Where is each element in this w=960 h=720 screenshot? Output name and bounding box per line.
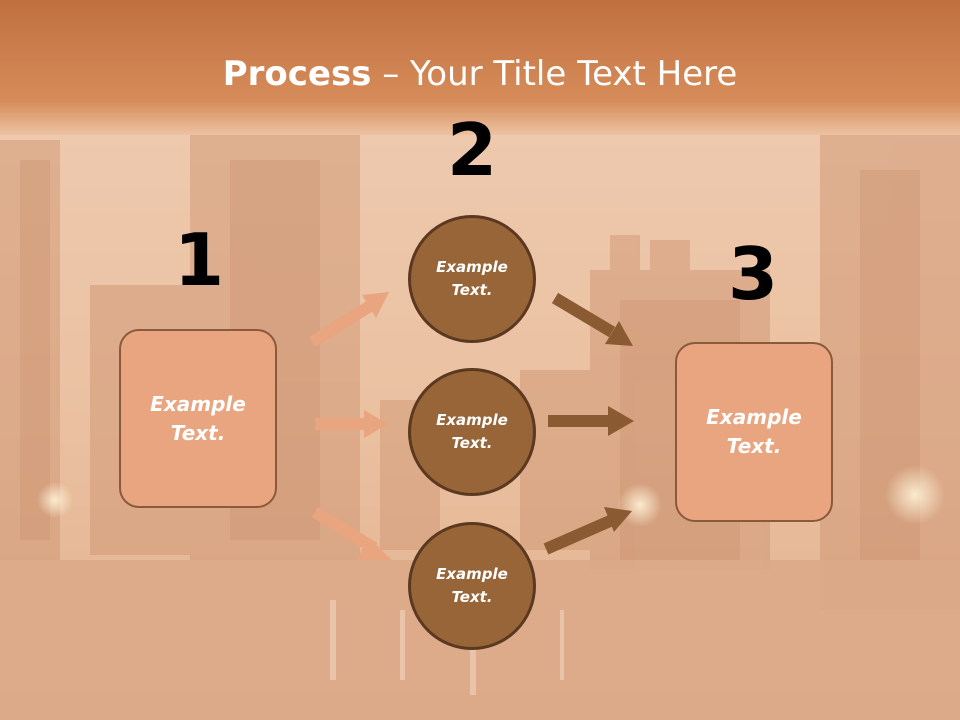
circle-middle-line1: Example bbox=[436, 411, 508, 429]
arrowhead-1-mid bbox=[364, 410, 388, 438]
right-box-line2: Text. bbox=[726, 434, 782, 458]
circle-bottom-line1: Example bbox=[436, 565, 508, 583]
slide-title: Process – Your Title Text Here bbox=[0, 54, 960, 94]
left-box-line1: Example bbox=[150, 391, 246, 416]
arrow-bottom-to-3 bbox=[543, 515, 613, 555]
arrowhead-top-3 bbox=[605, 321, 633, 346]
arrowhead-mid-3 bbox=[608, 406, 634, 436]
left-box-line2: Text. bbox=[170, 420, 226, 445]
circle-top-line1: Example bbox=[436, 258, 508, 276]
arrow-1-to-bottom bbox=[311, 506, 378, 554]
title-rest: – Your Title Text Here bbox=[371, 54, 738, 94]
arrowhead-1-top bbox=[362, 292, 389, 318]
arrow-top-to-3 bbox=[551, 292, 616, 338]
arrow-1-to-top bbox=[308, 300, 374, 348]
step-number-3: 3 bbox=[727, 232, 779, 316]
step-number-1: 1 bbox=[173, 218, 225, 302]
right-box-line1: Example bbox=[706, 405, 802, 429]
circle-middle-line2: Text. bbox=[451, 434, 493, 452]
circle-bottom-line2: Text. bbox=[451, 588, 493, 606]
arrowhead-bottom-3 bbox=[604, 507, 632, 532]
title-bold: Process bbox=[222, 54, 372, 94]
circle-top-line2: Text. bbox=[451, 281, 493, 299]
arrowhead-1-bottom bbox=[357, 537, 392, 560]
step-number-2: 2 bbox=[446, 108, 498, 192]
